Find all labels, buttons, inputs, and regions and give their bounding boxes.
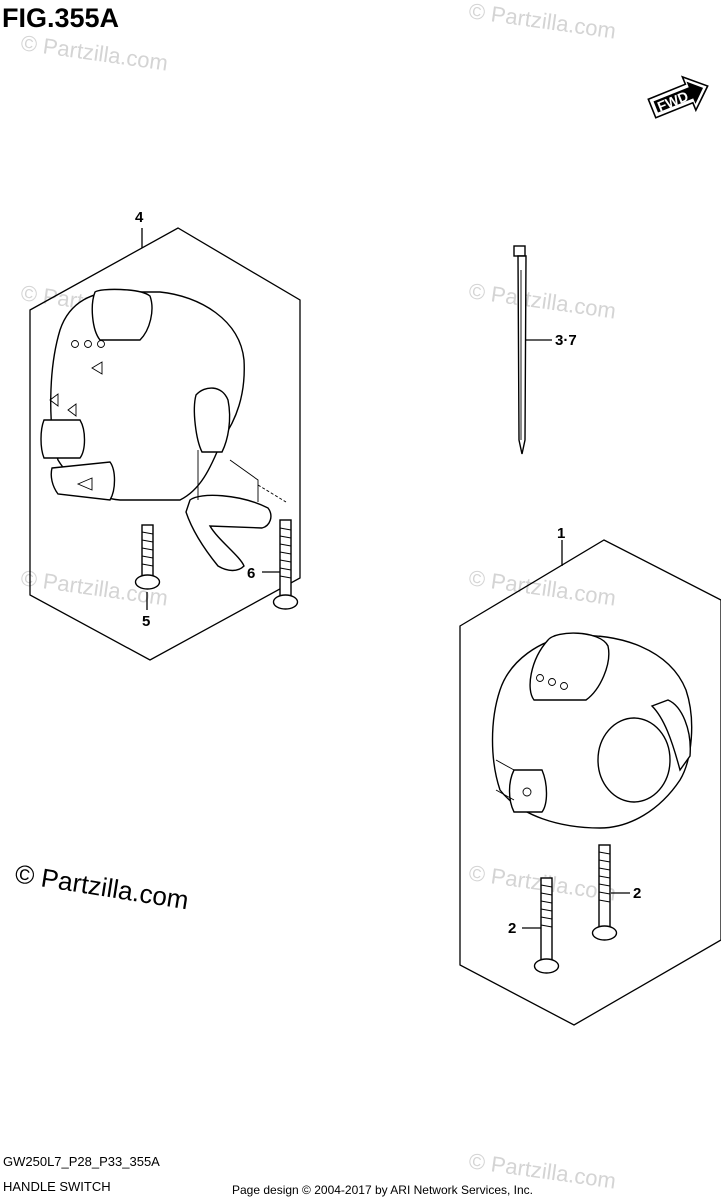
bolt-2-icon xyxy=(533,877,560,974)
watermark: © Partzilla.com xyxy=(467,565,617,610)
footer-name: HANDLE SWITCH xyxy=(3,1179,111,1194)
fwd-arrow-icon: FWD xyxy=(647,75,709,119)
callout-3-7: 3·7 xyxy=(555,332,577,349)
watermark: © Partzilla.com xyxy=(467,0,617,44)
bolt-6-icon xyxy=(272,519,299,610)
callout-4: 4 xyxy=(135,209,144,226)
right-handle-switch xyxy=(491,632,693,829)
watermark: © Partzilla.com xyxy=(19,30,169,75)
bolt-2-icon xyxy=(591,844,618,941)
watermark-main: © Partzilla.com xyxy=(13,858,191,915)
callout-2: 2 xyxy=(508,920,516,937)
cable-tie-icon xyxy=(513,245,527,455)
callout-5: 5 xyxy=(142,613,150,630)
callout-2: 2 xyxy=(633,885,641,902)
figure-title: FIG.355A xyxy=(2,3,119,33)
callout-1: 1 xyxy=(557,525,565,542)
footer-code: GW250L7_P28_P33_355A xyxy=(3,1154,160,1169)
group-outline xyxy=(459,539,721,1026)
left-switch-group: 4 6 xyxy=(29,209,301,661)
footer-copyright: Page design © 2004-2017 by ARI Network S… xyxy=(232,1183,533,1197)
left-handle-switch xyxy=(40,288,287,572)
watermark: © Partzilla.com xyxy=(467,278,617,323)
group-outline xyxy=(29,227,301,661)
right-switch-group: 1 2 2 xyxy=(459,525,721,1026)
callout-6: 6 xyxy=(247,565,255,582)
watermark-group: © Partzilla.com © Partzilla.com © Partzi… xyxy=(19,0,617,1194)
bolt-5-icon xyxy=(134,524,161,590)
